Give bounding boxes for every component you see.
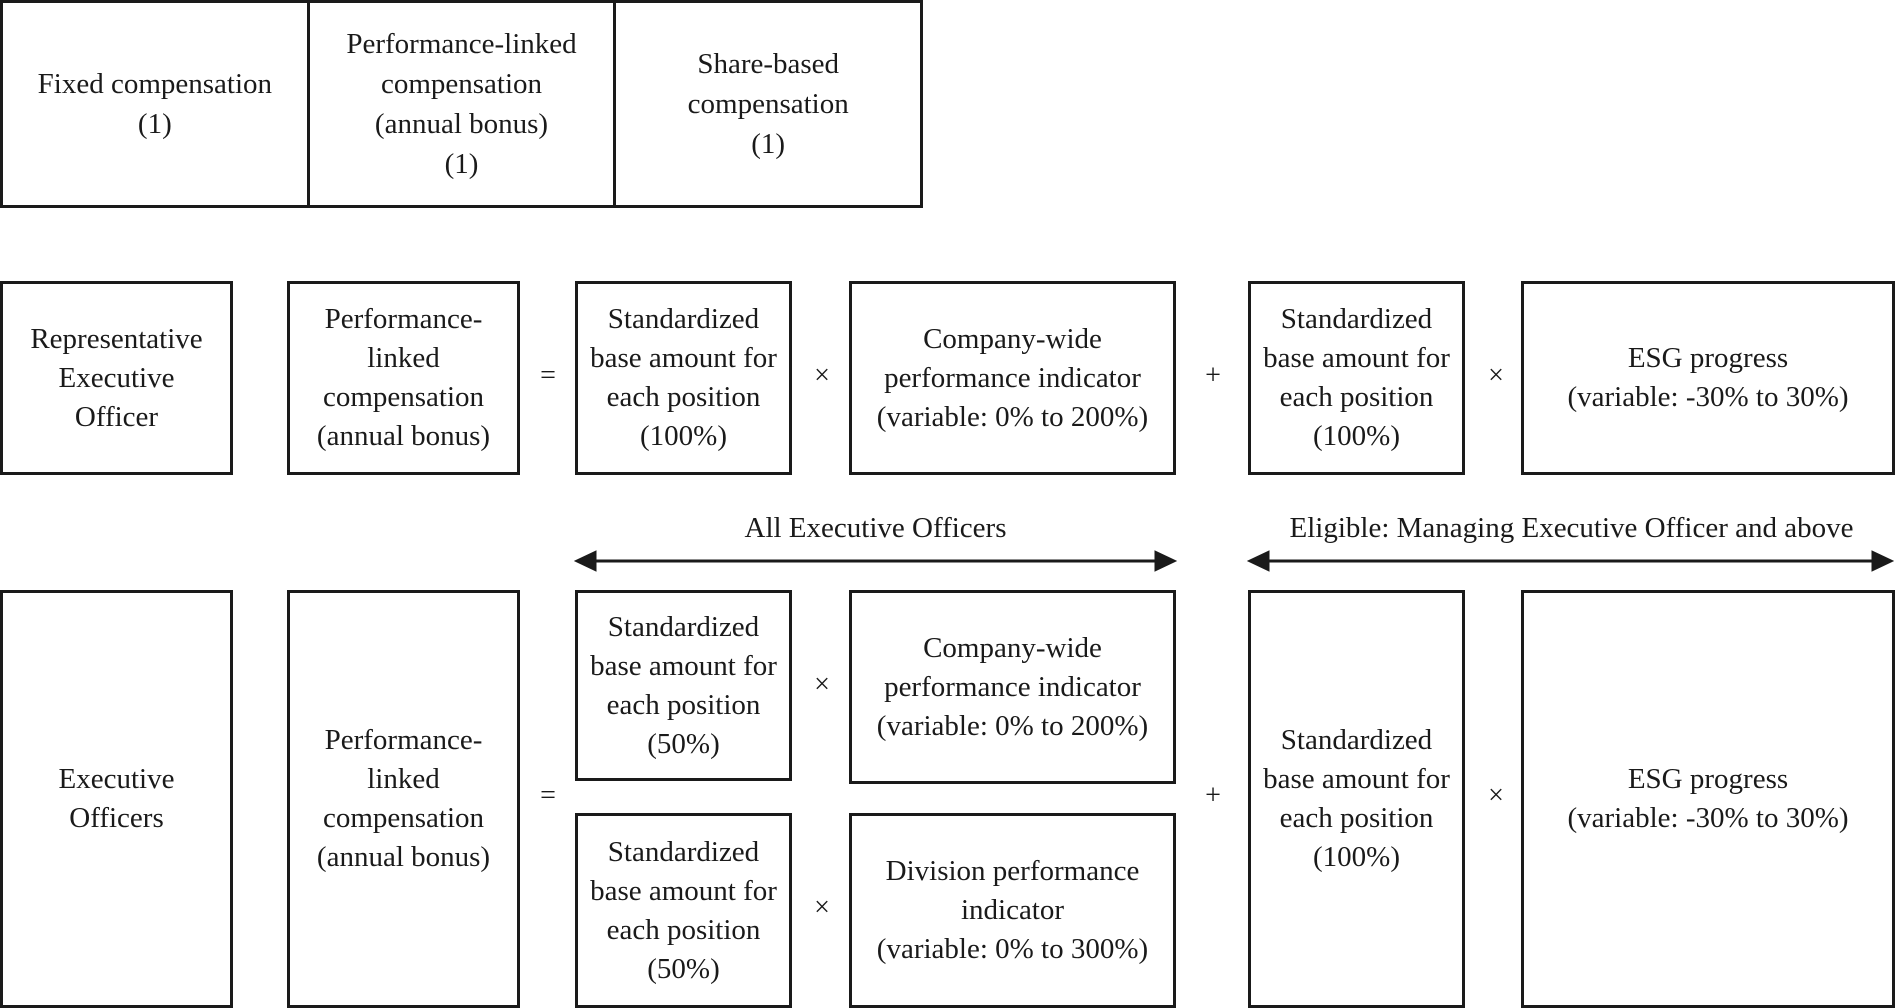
officers-esg-multiply-sign: × (1488, 780, 1504, 811)
representative-multiply-sign-1: × (814, 360, 830, 391)
representative-executive-officer-box: Representative Executive Officer (0, 281, 233, 475)
officers-esg-progress-box: ESG progress (variable: -30% to 30%) (1521, 590, 1895, 1008)
compensation-components-table: Fixed compensation (1) Performance-linke… (0, 0, 923, 208)
representative-plus-sign: + (1205, 360, 1221, 391)
officers-plus-sign: + (1205, 780, 1221, 811)
representative-esg-base-amount-box: Standardized base amount for each positi… (1248, 281, 1465, 475)
representative-multiply-sign-2: × (1488, 360, 1504, 391)
officers-company-indicator-box: Company-wide performance indicator (vari… (849, 590, 1176, 784)
representative-equals-sign: = (540, 360, 556, 391)
representative-base-amount-box: Standardized base amount for each positi… (575, 281, 792, 475)
officers-company-multiply-sign: × (814, 669, 830, 700)
officers-division-base-amount-box: Standardized base amount for each positi… (575, 813, 792, 1008)
fixed-compensation-cell: Fixed compensation (1) (37, 68, 273, 140)
all-executive-officers-label: All Executive Officers (744, 512, 1007, 544)
representative-performance-compensation-box: Performance- linked compensation (annual… (287, 281, 520, 475)
share-based-compensation-cell: Share-based compensation (1) (613, 3, 920, 205)
representative-esg-progress-box: ESG progress (variable: -30% to 30%) (1521, 281, 1895, 475)
eligible-managing-officer-label: Eligible: Managing Executive Officer and… (1289, 512, 1854, 544)
all-executive-officers-arrow (573, 550, 1178, 572)
officers-division-multiply-sign: × (814, 892, 830, 923)
eligible-managing-officer-arrow (1246, 550, 1895, 572)
officers-company-base-amount-box: Standardized base amount for each positi… (575, 590, 792, 781)
executive-officers-box: Executive Officers (0, 590, 233, 1008)
officers-equals-sign: = (540, 780, 556, 811)
officers-esg-base-amount-box: Standardized base amount for each positi… (1248, 590, 1465, 1008)
officers-division-indicator-box: Division performance indicator (variable… (849, 813, 1176, 1008)
officers-performance-compensation-box: Performance- linked compensation (annual… (287, 590, 520, 1008)
performance-linked-compensation-cell: Performance-linked compensation (annual … (306, 3, 614, 205)
representative-company-indicator-box: Company-wide performance indicator (vari… (849, 281, 1176, 475)
